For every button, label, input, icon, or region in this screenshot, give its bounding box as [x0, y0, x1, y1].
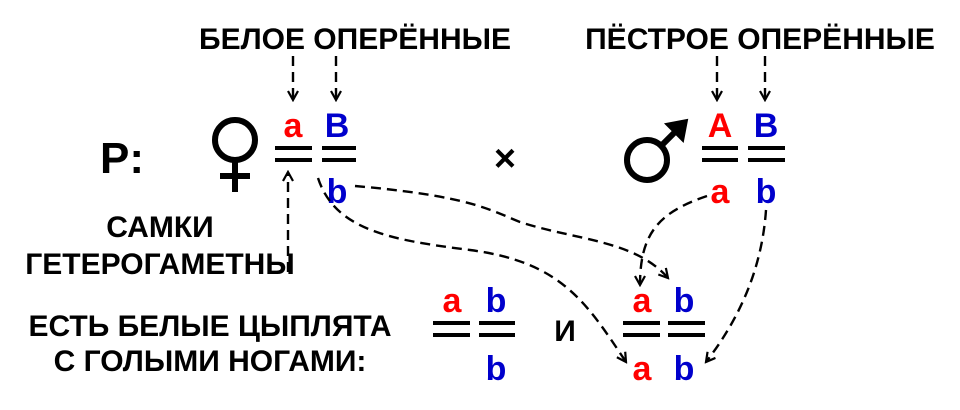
label-offspring-line1: ЕСТЬ БЕЛЫЕ ЦЫПЛЯТА	[28, 310, 391, 343]
and-conjunction: И	[554, 315, 576, 348]
label-spotted-feathered: ПЁСТРОЕ ОПЕРЁННЫЕ	[585, 23, 935, 56]
parents-label: P:	[100, 134, 144, 183]
offspring-1-allele-top-1: a	[443, 282, 463, 320]
male-allele-top-1: A	[708, 107, 733, 145]
cross-sign: ×	[494, 138, 516, 180]
female-genotype: a B b	[275, 107, 356, 211]
offspring-1-genotype: a b b	[433, 282, 515, 388]
arrow-male-a-to-offspring2-a	[640, 194, 708, 285]
offspring-1-allele-top-2: b	[486, 282, 507, 320]
offspring-2-allele-bottom-1: a	[633, 350, 653, 388]
female-allele-top-2: B	[325, 107, 350, 145]
female-symbol-icon	[212, 117, 258, 192]
label-white-feathered: БЕЛОЕ ОПЕРЁННЫЕ	[199, 23, 511, 56]
female-allele-bottom-2: b	[327, 173, 348, 211]
offspring-2-allele-top-2: b	[674, 282, 695, 320]
arrow-male-b-to-offspring2-b	[706, 209, 768, 362]
female-allele-top-1: a	[284, 107, 304, 145]
male-symbol-icon	[624, 118, 689, 183]
offspring-2-genotype: a b a b	[623, 282, 705, 388]
label-females-line2: ГЕТЕРОГАМЕТНЫ	[25, 248, 294, 281]
arrow-female-empty-to-offspring2-a	[316, 177, 626, 362]
offspring-1-allele-bottom-2: b	[486, 350, 507, 388]
arrow-female-b-to-offspring2-b	[354, 184, 668, 278]
offspring-2-allele-bottom-2: b	[674, 350, 695, 388]
label-offspring-line2: С ГОЛЫМИ НОГАМИ:	[54, 345, 367, 378]
male-allele-bottom-1: a	[711, 173, 731, 211]
male-allele-top-2: B	[754, 107, 779, 145]
male-genotype: A B a b	[702, 107, 785, 211]
arrows	[288, 56, 766, 362]
offspring-2-allele-top-1: a	[633, 282, 653, 320]
label-females-line1: САМКИ	[106, 211, 213, 244]
male-allele-bottom-2: b	[756, 173, 777, 211]
